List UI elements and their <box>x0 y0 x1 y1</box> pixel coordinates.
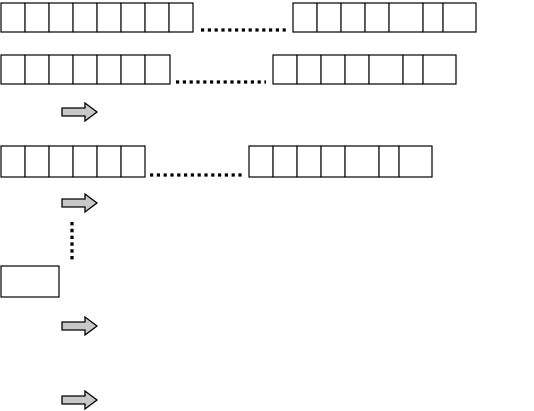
array-cell <box>49 55 73 84</box>
array-cell <box>369 55 403 84</box>
array-cell <box>443 3 476 32</box>
array-cell <box>341 3 365 32</box>
array-cell <box>1 146 25 177</box>
array-cell <box>1 55 25 84</box>
array-cell <box>423 55 456 84</box>
array-cell <box>121 55 145 84</box>
array-cell <box>317 3 341 32</box>
array-cell <box>321 146 345 177</box>
array-cell <box>273 146 297 177</box>
right-cell-group <box>273 55 456 84</box>
array-cell <box>345 146 379 177</box>
left-cell-group <box>1 55 170 84</box>
array-cell <box>145 3 169 32</box>
array-cell <box>97 55 121 84</box>
array-cell <box>297 55 321 84</box>
array-row <box>1 55 456 84</box>
array-cell <box>121 3 145 32</box>
array-cell <box>97 146 121 177</box>
array-cell <box>97 3 121 32</box>
array-cell <box>49 146 73 177</box>
array-cell <box>297 146 321 177</box>
result-cell <box>1 266 59 297</box>
right-cell-group <box>293 3 476 32</box>
array-cell <box>321 55 345 84</box>
right-arrow-icon <box>62 194 97 212</box>
right-arrow-icon <box>62 103 97 121</box>
right-arrow-icon <box>62 391 97 409</box>
array-cell <box>389 3 423 32</box>
array-cell <box>379 146 399 177</box>
array-cell <box>25 55 49 84</box>
array-cell <box>345 55 369 84</box>
array-cell <box>73 3 97 32</box>
array-cell <box>25 3 49 32</box>
ellipsis-and-result <box>1 222 72 297</box>
array-cell <box>403 55 423 84</box>
array-cell <box>423 3 443 32</box>
array-cell <box>365 3 389 32</box>
array-cell <box>1 3 25 32</box>
array-cell <box>399 146 432 177</box>
array-cell <box>121 146 145 177</box>
left-cell-group <box>1 3 193 32</box>
array-cell <box>273 55 297 84</box>
array-cell <box>49 3 73 32</box>
right-cell-group <box>249 146 432 177</box>
array-cell <box>25 146 49 177</box>
array-row <box>1 3 476 32</box>
array-cell <box>169 3 193 32</box>
right-arrow-icon <box>62 317 97 335</box>
array-row <box>1 146 432 177</box>
array-cell <box>73 55 97 84</box>
array-rows <box>1 3 476 177</box>
array-cell <box>145 55 170 84</box>
array-cell <box>249 146 273 177</box>
array-cell <box>293 3 317 32</box>
left-cell-group <box>1 146 145 177</box>
array-cell <box>73 146 97 177</box>
